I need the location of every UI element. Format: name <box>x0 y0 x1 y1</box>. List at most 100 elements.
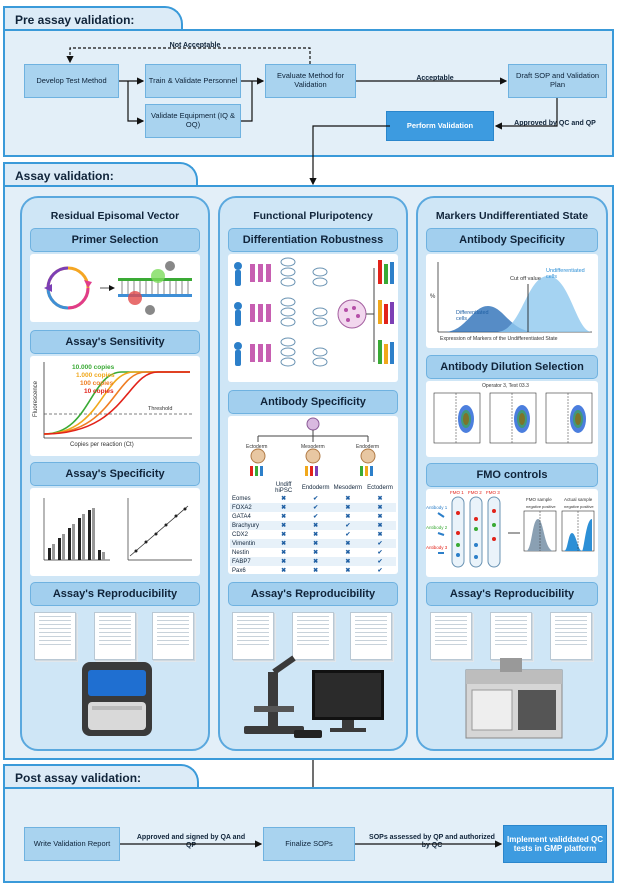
report-doc-1 <box>34 612 76 660</box>
marker-name: Nestin <box>232 549 250 556</box>
write-validation-report-box: Write Validation Report <box>24 827 120 861</box>
check-icon: ✔ <box>313 496 319 502</box>
evaluate-method-box: Evaluate Method for Validation <box>265 64 356 98</box>
cross-icon: ✖ <box>331 503 364 512</box>
marker-cutoff-label: Cut off value <box>510 276 541 282</box>
report-doc-2 <box>94 612 136 660</box>
cross-icon: ✖ <box>281 532 287 538</box>
card-primer-selection <box>30 254 200 322</box>
cross-icon: ✖ <box>267 521 300 530</box>
marker-table-header: Endoderm <box>301 485 330 491</box>
cross-icon: ✖ <box>281 514 287 520</box>
marker-table-header: Mesoderm <box>333 485 362 491</box>
marker-table-header: Undiff hiPSC <box>275 482 293 494</box>
marker-table-body: Eomes✖✔✖✖FOXA2✖✔✖✖GATA4✖✔✖✖Brachyury✖✖✔✖… <box>230 494 396 574</box>
acceptable-label: Acceptable <box>416 75 454 82</box>
germ-layer-mesoderm: Mesoderm <box>301 444 325 450</box>
header-antibody-dilution: Antibody Dilution Selection <box>426 355 598 379</box>
actual-positive-label: positive <box>580 504 594 509</box>
differentiation-illustration <box>234 257 394 367</box>
column-title-markers: Markers Undifferentiated State <box>435 210 589 222</box>
fmo-negative-label: negative <box>526 504 542 509</box>
check-icon: ✔ <box>345 532 351 538</box>
actual-negative-label: negative <box>564 504 580 509</box>
approved-qc-qp-label: Approved by QC and QP <box>514 120 596 127</box>
marker-table-row: Brachyury✖✖✔✖ <box>230 521 396 530</box>
germ-layer-ectoderm: Ectoderm <box>246 444 268 450</box>
marker-table-row: Eomes✖✔✖✖ <box>230 494 396 503</box>
cross-icon: ✖ <box>331 539 364 548</box>
card-antibody-dilution: Operator 3, Test 03.3 <box>426 381 598 457</box>
fmo-label-3: FMO 3 <box>486 490 500 495</box>
cross-icon: ✖ <box>377 514 383 520</box>
marker-table-row: Vimentin✖✖✖✔ <box>230 539 396 548</box>
specificity-charts <box>43 498 192 561</box>
marker-undiff-label: Undifferentiated cells <box>546 268 585 281</box>
marker-name: FOXA2 <box>230 503 268 512</box>
perform-validation-box: Perform Validation <box>386 111 494 141</box>
report-doc-3 <box>152 612 194 660</box>
card-assay-sensitivity: 10.000 copies 1.000 copies 100 copies 10… <box>30 356 200 456</box>
sensitivity-copy-2: 100 copies <box>80 380 114 387</box>
report-doc-6 <box>350 612 392 660</box>
sensitivity-copy-0: 10.000 copies <box>72 364 115 371</box>
header-differentiation-robustness: Differentiation Robustness <box>228 228 398 252</box>
marker-name: Vimentin <box>230 539 268 548</box>
check-icon: ✔ <box>364 539 396 548</box>
cross-icon: ✖ <box>345 568 351 574</box>
check-icon: ✔ <box>364 557 396 566</box>
cross-icon: ✖ <box>267 503 300 512</box>
marker-name: Eomes <box>232 495 251 502</box>
fmo-positive-label: positive <box>542 504 556 509</box>
column-title-pluripotency: Functional Pluripotency <box>253 210 373 222</box>
report-doc-9 <box>550 612 592 660</box>
finalize-sops-box: Finalize SOPs <box>263 827 355 861</box>
card-reproducibility-middle <box>228 608 398 742</box>
header-primer-selection: Primer Selection <box>30 228 200 252</box>
flow-cytometer-icon <box>465 658 563 739</box>
cross-icon: ✖ <box>267 539 300 548</box>
header-assay-reproducibility-left: Assay's Reproducibility <box>30 582 200 606</box>
facs-title: Operator 3, Test 03.3 <box>482 383 529 389</box>
check-icon: ✔ <box>377 550 383 556</box>
marker-diff-label: Differentiated cells <box>456 310 489 323</box>
marker-table: Undiff hiPSC Endoderm Mesoderm Ectoderm … <box>230 482 396 574</box>
report-doc-5 <box>292 612 334 660</box>
fmo-sample-label: FMO sample <box>526 497 552 502</box>
sensitivity-copy-1: 1.000 copies <box>76 372 115 379</box>
cross-icon: ✖ <box>267 557 300 566</box>
sensitivity-xlabel: Copies per reaction (Ct) <box>70 442 134 448</box>
header-assay-sensitivity: Assay's Sensitivity <box>30 330 200 354</box>
card-antibody-specificity-middle: Ectoderm Mesoderm Endoderm Undiff hiPSC … <box>228 416 398 574</box>
marker-table-row: CDX2✖✖✔✖ <box>230 530 396 539</box>
card-reproducibility-left <box>30 608 200 742</box>
card-differentiation-robustness <box>228 254 398 382</box>
cross-icon: ✖ <box>364 521 396 530</box>
primer-illustration <box>44 261 192 315</box>
fmo-antibody-2: Antibody 2 <box>426 525 448 530</box>
cross-icon: ✖ <box>313 532 319 538</box>
pre-assay-arrows <box>66 47 558 186</box>
cross-icon: ✖ <box>281 550 287 556</box>
fmo-illustration <box>437 496 595 568</box>
sensitivity-chart <box>43 362 192 439</box>
marker-ylabel: % <box>430 294 436 300</box>
report-doc-4 <box>232 612 274 660</box>
check-icon: ✔ <box>313 514 319 520</box>
sensitivity-copy-3: 10 copies <box>84 388 114 395</box>
cross-icon: ✖ <box>313 568 319 574</box>
marker-xlabel: Expression of Markers of the Undifferent… <box>440 336 558 342</box>
header-assay-reproducibility-middle: Assay's Reproducibility <box>228 582 398 606</box>
sensitivity-threshold: Threshold <box>148 406 173 412</box>
header-antibody-specificity-right: Antibody Specificity <box>426 228 598 252</box>
develop-test-method-box: Develop Test Method <box>24 64 119 98</box>
facs-plots <box>433 392 593 444</box>
post-assay-tab: Post assay validation: <box>3 764 199 788</box>
card-fmo-controls: FMO 1 FMO 2 FMO 3 Antibody 1 Antibody 2 … <box>426 489 598 577</box>
assay-validation-tab: Assay validation: <box>3 162 198 186</box>
cross-icon: ✖ <box>364 503 396 512</box>
check-icon: ✔ <box>377 568 383 574</box>
check-icon: ✔ <box>299 503 332 512</box>
cross-icon: ✖ <box>377 532 383 538</box>
